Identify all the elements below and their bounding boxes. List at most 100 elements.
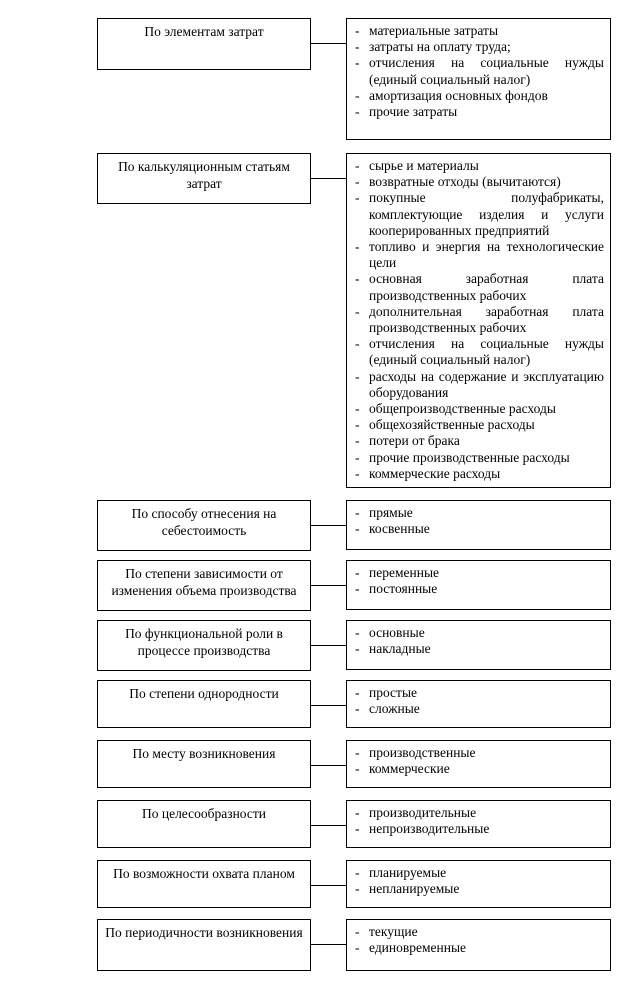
connector-line [311,585,346,586]
list-item-text: амортизация основных фондов [369,87,548,103]
list-item-text: общехозяйственные расходы [369,417,535,433]
list-item: -производственные [355,745,604,761]
list-item-text: основные [369,625,425,640]
list-item: -расходы на содержание и эксплуатацию об… [355,369,604,401]
list-item: -прочие затраты [355,104,604,120]
dash-bullet: - [355,745,360,760]
list-item: -сырье и материалы [355,158,604,174]
dash-bullet: - [355,104,360,120]
items-box: -сырье и материалы-возвратные отходы (вы… [346,153,611,488]
list-item-text: возвратные отходы (вычитаются) [369,174,561,190]
list-item-text: затраты на оплату труда; [369,39,511,55]
list-item-text: планируемые [369,865,447,880]
list-item-text: отчисления на социальные нужды (единый с… [369,336,604,368]
list-item: -переменные [355,565,604,581]
list-item: -материальные затраты [355,23,604,39]
list-item-text: производственные [369,745,476,760]
list-item: -отчисления на социальные нужды (единый … [355,336,604,368]
list-item: -простые [355,685,604,701]
list-item: -прямые [355,505,604,521]
list-item-text: прочие производственные расходы [369,449,570,465]
list-item: -общепроизводственные расходы [355,401,604,417]
dash-bullet: - [355,239,360,255]
dash-bullet: - [355,433,360,449]
list-item-text: топливо и энергия на технологические цел… [369,239,604,271]
category-box: По калькуляционным статьям затрат [97,153,311,204]
items-box: -материальные затраты-затраты на оплату … [346,18,611,140]
dash-bullet: - [355,271,360,287]
list-item: -затраты на оплату труда; [355,39,604,55]
items-box: -прямые-косвенные [346,500,611,550]
connector-line [311,525,346,526]
list-item: -единовременные [355,940,604,956]
list-item-text: коммерческие [369,761,450,777]
items-box: -простые-сложные [346,680,611,728]
list-item-text: общепроизводственные расходы [369,401,556,417]
list-item-text: покупные полуфабрикаты, комплектующие из… [369,190,604,238]
list-item-text: косвенные [369,521,430,537]
category-box: По элементам затрат [97,18,311,70]
dash-bullet: - [355,865,360,880]
dash-bullet: - [355,87,360,103]
list-item: -основные [355,625,604,641]
list-item: -потери от брака [355,433,604,449]
dash-bullet: - [355,336,360,352]
items-box: -планируемые-непланируемые [346,860,611,908]
connector-line [311,178,346,179]
list-item: -постоянные [355,581,604,597]
list-item-text: сырье и материалы [369,158,479,173]
connector-line [311,645,346,646]
dash-bullet: - [355,39,360,55]
list-item-text: единовременные [369,940,467,956]
category-box: По целесообразности [97,800,311,848]
category-box: По периодичности возникновения [97,919,311,971]
list-item: -непланируемые [355,881,604,897]
dash-bullet: - [355,190,360,206]
list-item: -общехозяйственные расходы [355,417,604,433]
dash-bullet: - [355,761,360,777]
list-item-text: потери от брака [369,433,460,449]
category-box: По степени однородности [97,680,311,728]
list-item-text: отчисления на социальные нужды (единый с… [369,55,604,87]
dash-bullet: - [355,924,360,939]
list-item: -сложные [355,701,604,717]
list-item-text: производительные [369,805,477,820]
dash-bullet: - [355,641,360,657]
connector-line [311,765,346,766]
dash-bullet: - [355,685,360,700]
connector-line [311,43,346,44]
dash-bullet: - [355,465,360,481]
connector-line [311,885,346,886]
dash-bullet: - [355,449,360,465]
list-item: -коммерческие [355,761,604,777]
category-box: По способу отнесения на себестоимость [97,500,311,551]
connector-line [311,944,346,945]
dash-bullet: - [355,55,360,71]
items-box: -производственные-коммерческие [346,740,611,788]
dash-bullet: - [355,701,360,717]
dash-bullet: - [355,521,360,537]
list-item-text: простые [369,685,418,700]
list-item: -текущие [355,924,604,940]
items-box: -основные-накладные [346,620,611,670]
list-item-text: основная заработная плата производственн… [369,271,604,303]
connector-line [311,705,346,706]
dash-bullet: - [355,940,360,956]
list-item: -непроизводительные [355,821,604,837]
list-item: -косвенные [355,521,604,537]
list-item-text: дополнительная заработная плата производ… [369,303,604,336]
list-item-text: прочие затраты [369,104,458,120]
list-item-text: материальные затраты [369,23,499,38]
items-box: -производительные-непроизводительные [346,800,611,848]
list-item-text: постоянные [369,581,438,597]
category-box: По степени зависимости от изменения объе… [97,560,311,611]
dash-bullet: - [355,401,360,417]
list-item-text: расходы на содержание и эксплуатацию обо… [369,368,604,400]
list-item: -возвратные отходы (вычитаются) [355,174,604,190]
list-item: -топливо и энергия на технологические це… [355,239,604,271]
dash-bullet: - [355,805,360,820]
dash-bullet: - [355,303,360,319]
dash-bullet: - [355,881,360,897]
list-item-text: непроизводительные [369,821,490,837]
list-item: -накладные [355,641,604,657]
